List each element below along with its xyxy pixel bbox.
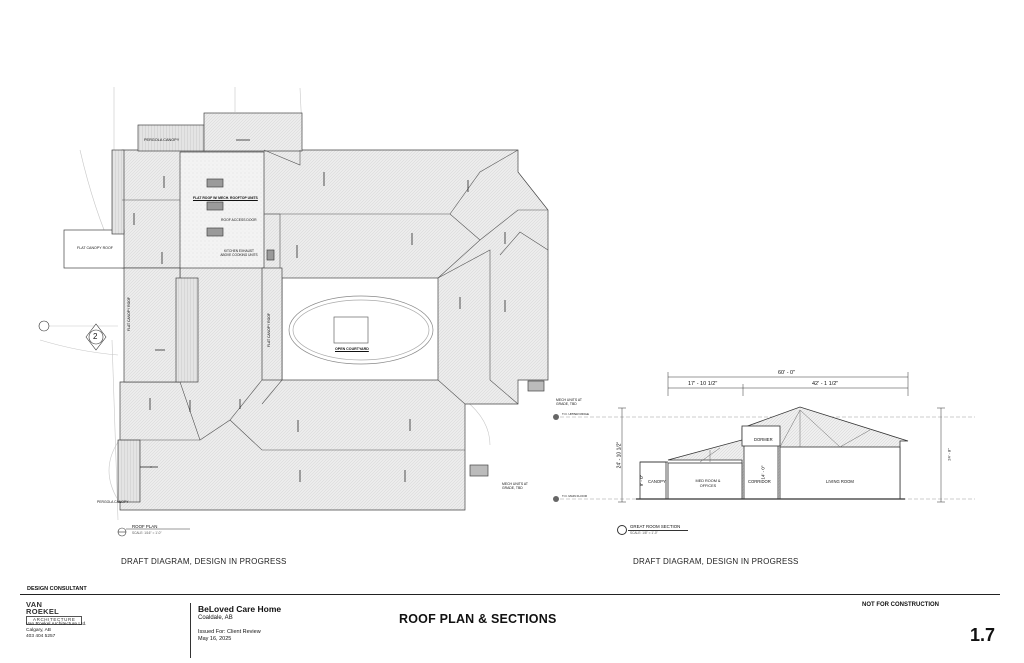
roof-ridges	[120, 149, 549, 451]
draft-note-left: DRAFT DIAGRAM, DESIGN IN PROGRESS	[121, 557, 287, 566]
section-scale: SCALE: 1/8" = 1'-0"	[630, 531, 658, 535]
dim-corridor: 14' - 0"	[760, 465, 766, 480]
dim-height-right: 24' - 8"	[946, 448, 952, 461]
roof-masses	[63, 112, 549, 511]
firm-name: Van Roekel Architecture Ltd.	[26, 622, 87, 627]
logo-line-1: VAN	[26, 600, 43, 609]
callout-2: 2	[93, 332, 98, 341]
section-title-underline	[628, 530, 688, 531]
room-corridor: CORRIDOR	[748, 479, 771, 484]
open-courtyard-label: OPEN COURTYARD	[335, 347, 369, 351]
room-canopy: CANOPY	[648, 479, 666, 484]
titleblock-divider	[190, 603, 191, 658]
firm-phone: 403 404 5257	[26, 634, 56, 639]
room-med: MED ROOM & OFFICES	[695, 479, 721, 488]
project-location: Coaldale, AB	[198, 615, 233, 621]
dim-canopy: 9' - 0"	[639, 474, 645, 487]
dim-left: 17' - 10 1/2"	[688, 381, 718, 387]
section-title: GREAT ROOM SECTION	[630, 524, 681, 529]
flat-canopy-vertical-left-label: FLAT CANOPY ROOF	[126, 297, 131, 331]
kitchen-exhaust-label: KITCHEN EXHAUST ABOVE COOKING UNITS	[220, 249, 258, 257]
issued-for: Issued For: Client Review	[198, 629, 261, 635]
firm-logo: VAN ROEKEL ARCHITECTURE	[26, 600, 83, 625]
level-upper: T.O. UPPER RIDGE	[562, 412, 590, 416]
sheet-number: 1.7	[970, 625, 996, 645]
project-name: BeLoved Care Home	[198, 604, 282, 614]
issued-date: May 16, 2025	[198, 636, 232, 642]
plan-callouts	[38, 320, 190, 537]
room-dormer: DORMER	[754, 437, 773, 442]
dim-height: 24' - 10 1/2"	[616, 441, 623, 469]
draft-note-right: DRAFT DIAGRAM, DESIGN IN PROGRESS	[633, 557, 799, 566]
level-main: T.O. MAIN FLOOR	[562, 494, 588, 498]
logo-line-3: ARCHITECTURE	[26, 616, 83, 625]
design-consultant-label: DESIGN CONSULTANT	[27, 586, 87, 592]
firm-info: Van Roekel Architecture Ltd. Calgary, AB…	[26, 622, 86, 640]
sheet-title: ROOF PLAN & SECTIONS	[399, 612, 557, 626]
flat-roof-units-label: FLAT ROOF W/ MECH. ROOFTOP UNITS	[193, 196, 258, 200]
firm-city: Calgary, AB	[26, 628, 51, 633]
not-for-construction: NOT FOR CONSTRUCTION	[862, 602, 939, 608]
roof-plan-title: ROOF PLAN	[132, 524, 158, 529]
dim-overall: 60' - 0"	[778, 370, 796, 376]
flat-canopy-roof-label: FLAT CANOPY ROOF	[77, 246, 113, 250]
mech-units-top-label: MECH UNITS AT GRADE, TBD	[556, 398, 582, 406]
mech-units-bottom-label: MECH UNITS AT GRADE, TBD	[502, 482, 528, 490]
room-living: LIVING ROOM	[826, 479, 854, 484]
slope-arrows	[133, 139, 506, 482]
roof-access-label: ROOF ACCESS DOOR	[221, 218, 257, 222]
pergola-canopy-top-label: PERGOLA CANOPY	[144, 138, 180, 142]
flat-canopy-vertical-right-label: FLAT CANOPY ROOF	[266, 313, 271, 347]
section-title-marker	[617, 525, 627, 535]
issued-info: Issued For: Client Review May 16, 2025	[198, 629, 261, 643]
dim-right: 42' - 1 1/2"	[812, 381, 839, 387]
titleblock-top-rule	[20, 594, 1000, 595]
logo-line-2: ROEKEL	[26, 606, 60, 616]
pergola-canopy-bottom-label: PERGOLA CANOPY	[97, 500, 129, 504]
roof-plan-scale: SCALE: 1/16" = 1'-0"	[132, 531, 162, 535]
